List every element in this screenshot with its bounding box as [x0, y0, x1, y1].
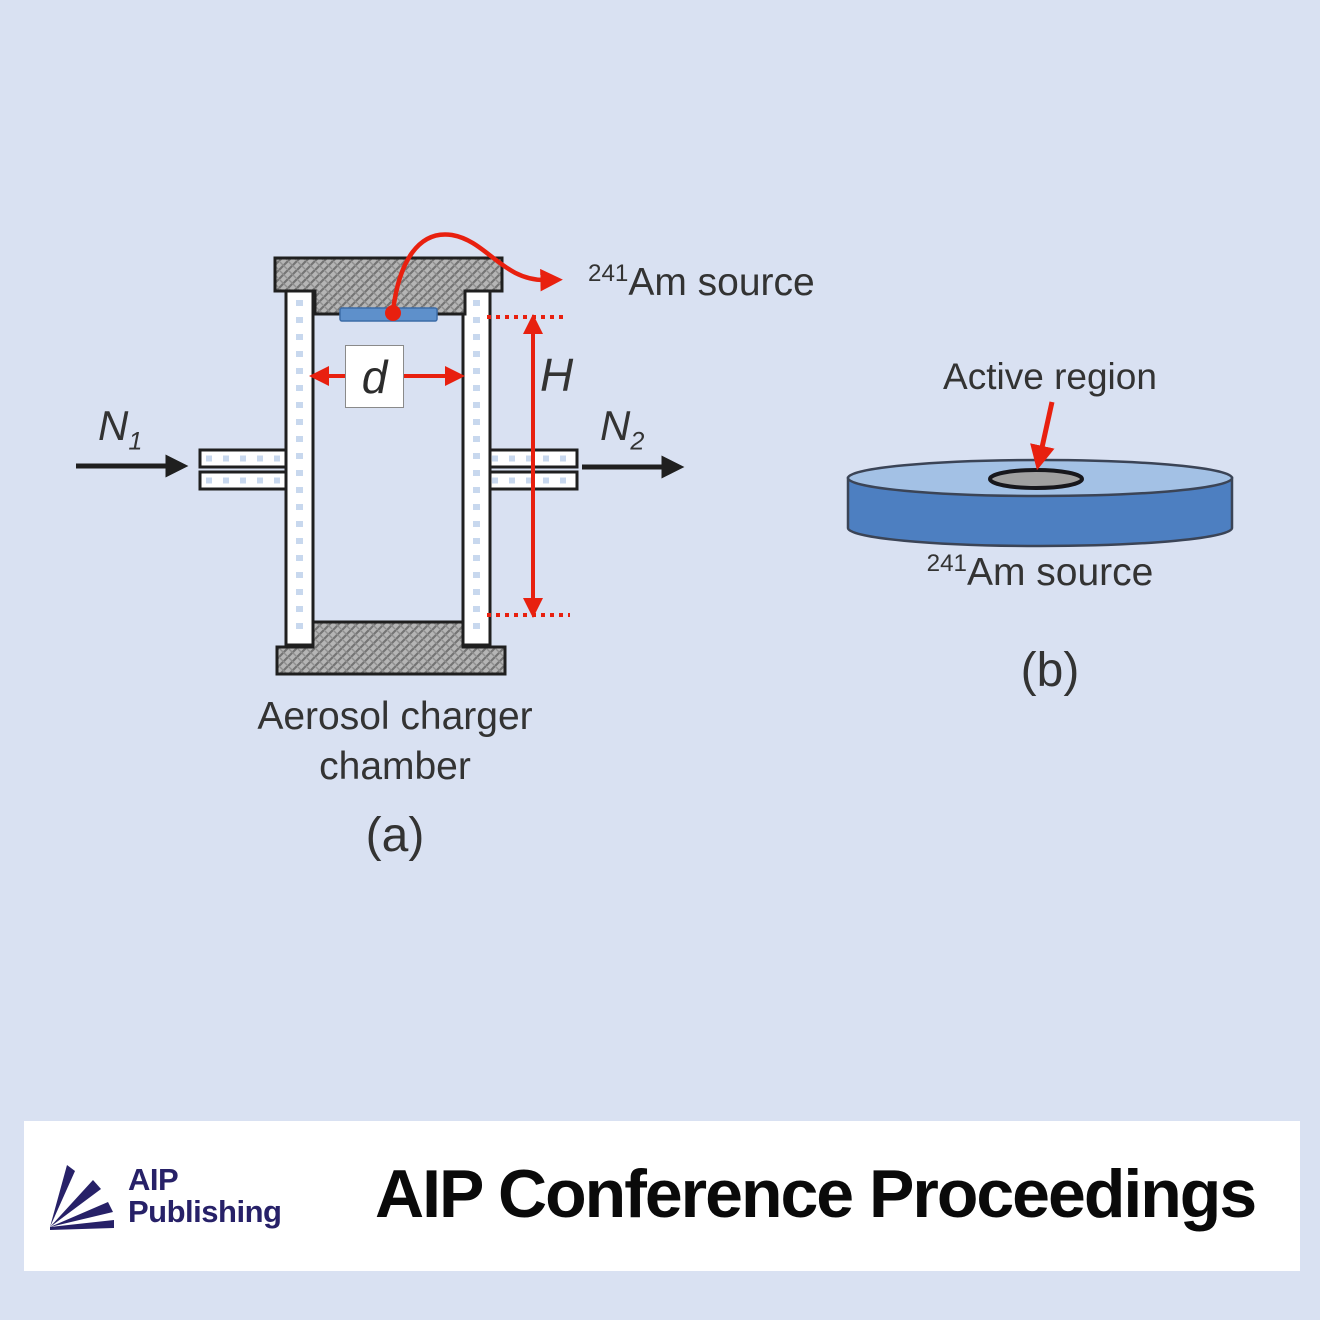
gap-dimension-label: d: [345, 345, 404, 408]
bottom-cap: [275, 620, 507, 676]
outlet-label: N2: [600, 402, 645, 456]
top-cap: [273, 256, 504, 316]
aip-publishing-logo-text: AIP Publishing: [128, 1162, 282, 1229]
journal-title: AIP Conference Proceedings: [375, 1156, 1257, 1232]
panel-b-tag: (b): [1020, 644, 1080, 697]
inlet-label: N1: [98, 402, 143, 456]
aip-publishing-logo-icon: [50, 1165, 114, 1230]
am-source-label-a: 241Am source: [588, 260, 815, 304]
active-region-label: Active region: [943, 356, 1157, 397]
am-source-label-b: 241Am source: [926, 550, 1154, 594]
dimension-h: [487, 314, 570, 618]
height-dimension-label: H: [540, 349, 574, 401]
active-region-spot: [988, 468, 1084, 490]
source-callout-arrow: [385, 232, 563, 321]
inlet-plates: [198, 448, 294, 491]
panel-a-tag: (a): [365, 809, 425, 862]
outlet-plates: [482, 448, 579, 491]
chamber-walls: [284, 289, 492, 647]
source-disk: [846, 458, 1234, 548]
publisher-banner: AIP Publishing AIP Conference Proceeding…: [24, 1121, 1300, 1271]
active-region-arrow: [1030, 401, 1055, 471]
